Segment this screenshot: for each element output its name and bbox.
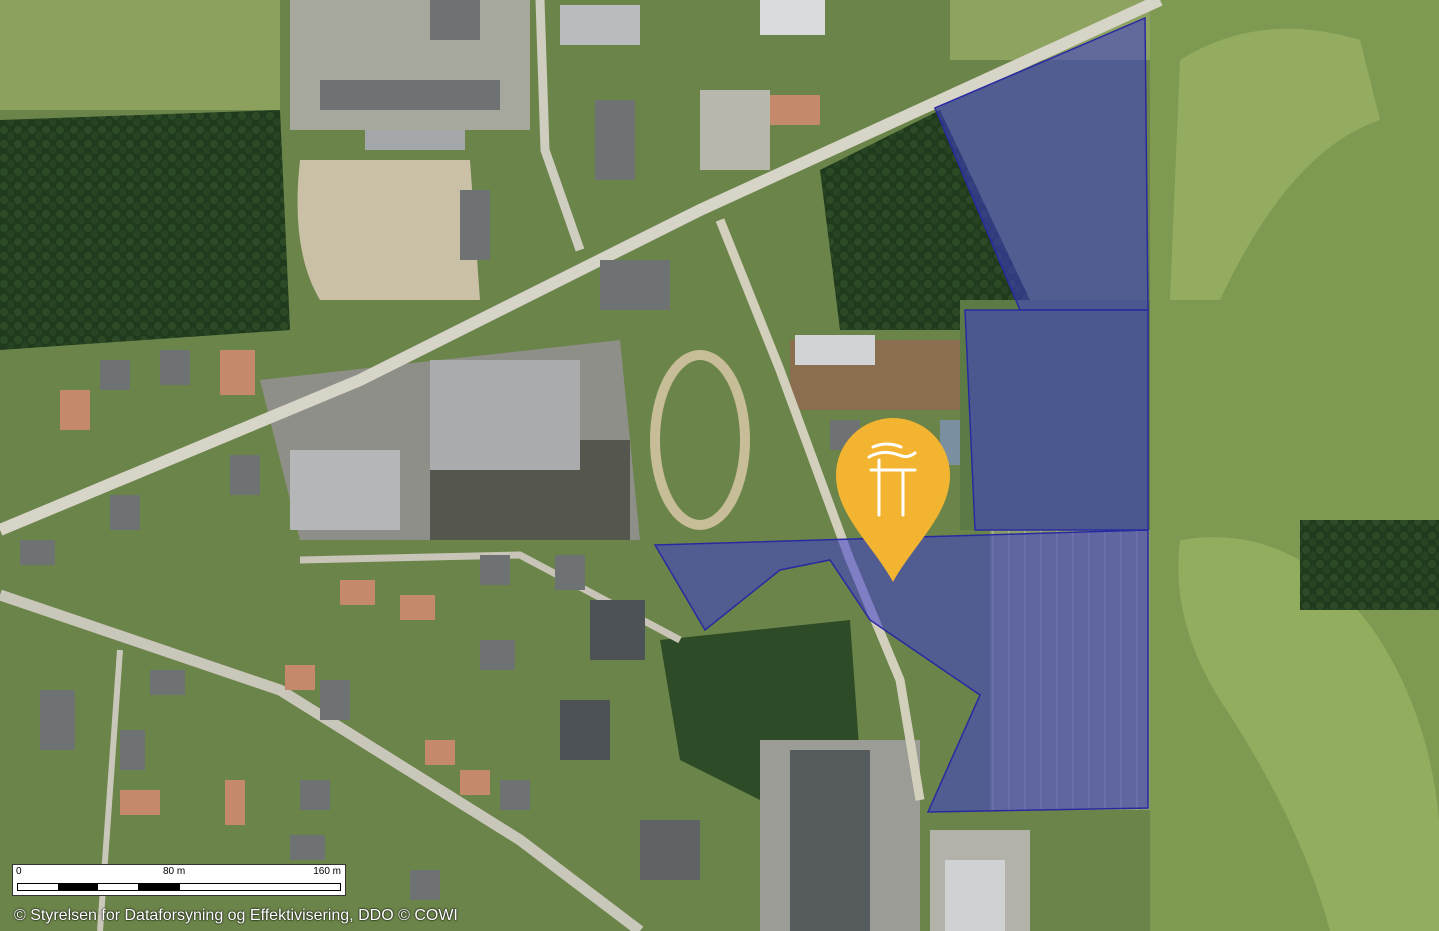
scale-label-middle: 80 m xyxy=(163,866,186,877)
planning-overlay xyxy=(653,16,1149,813)
antler-logo-icon xyxy=(867,442,917,517)
field-nw xyxy=(0,0,280,110)
scale-segment xyxy=(58,884,98,890)
scale-label-end: 160 m xyxy=(313,866,341,877)
dirt-track xyxy=(650,350,750,530)
forest-west xyxy=(0,110,290,350)
forest-centre xyxy=(820,110,1030,330)
yard-gravel xyxy=(297,160,480,300)
golf-fairway xyxy=(1178,537,1439,931)
scale-bar: 0 80 m 160 m xyxy=(12,864,346,896)
industrial-north xyxy=(290,0,530,130)
buildings xyxy=(20,0,1005,931)
lot-north xyxy=(700,90,770,170)
area-middle xyxy=(964,309,1149,531)
road-north xyxy=(535,0,585,252)
scale-track xyxy=(17,883,341,891)
road-south-diagonal xyxy=(0,589,644,931)
map-attribution: © Styrelsen for Dataforsyning og Effekti… xyxy=(14,907,458,924)
road-main-diagonal xyxy=(0,0,1163,536)
area-south xyxy=(653,529,1149,813)
forest-east xyxy=(1300,520,1439,610)
scale-segment xyxy=(138,884,180,890)
golf-fairway-north xyxy=(1170,28,1380,300)
map-pin-icon[interactable] xyxy=(836,418,950,582)
scale-label-start: 0 xyxy=(16,866,22,877)
